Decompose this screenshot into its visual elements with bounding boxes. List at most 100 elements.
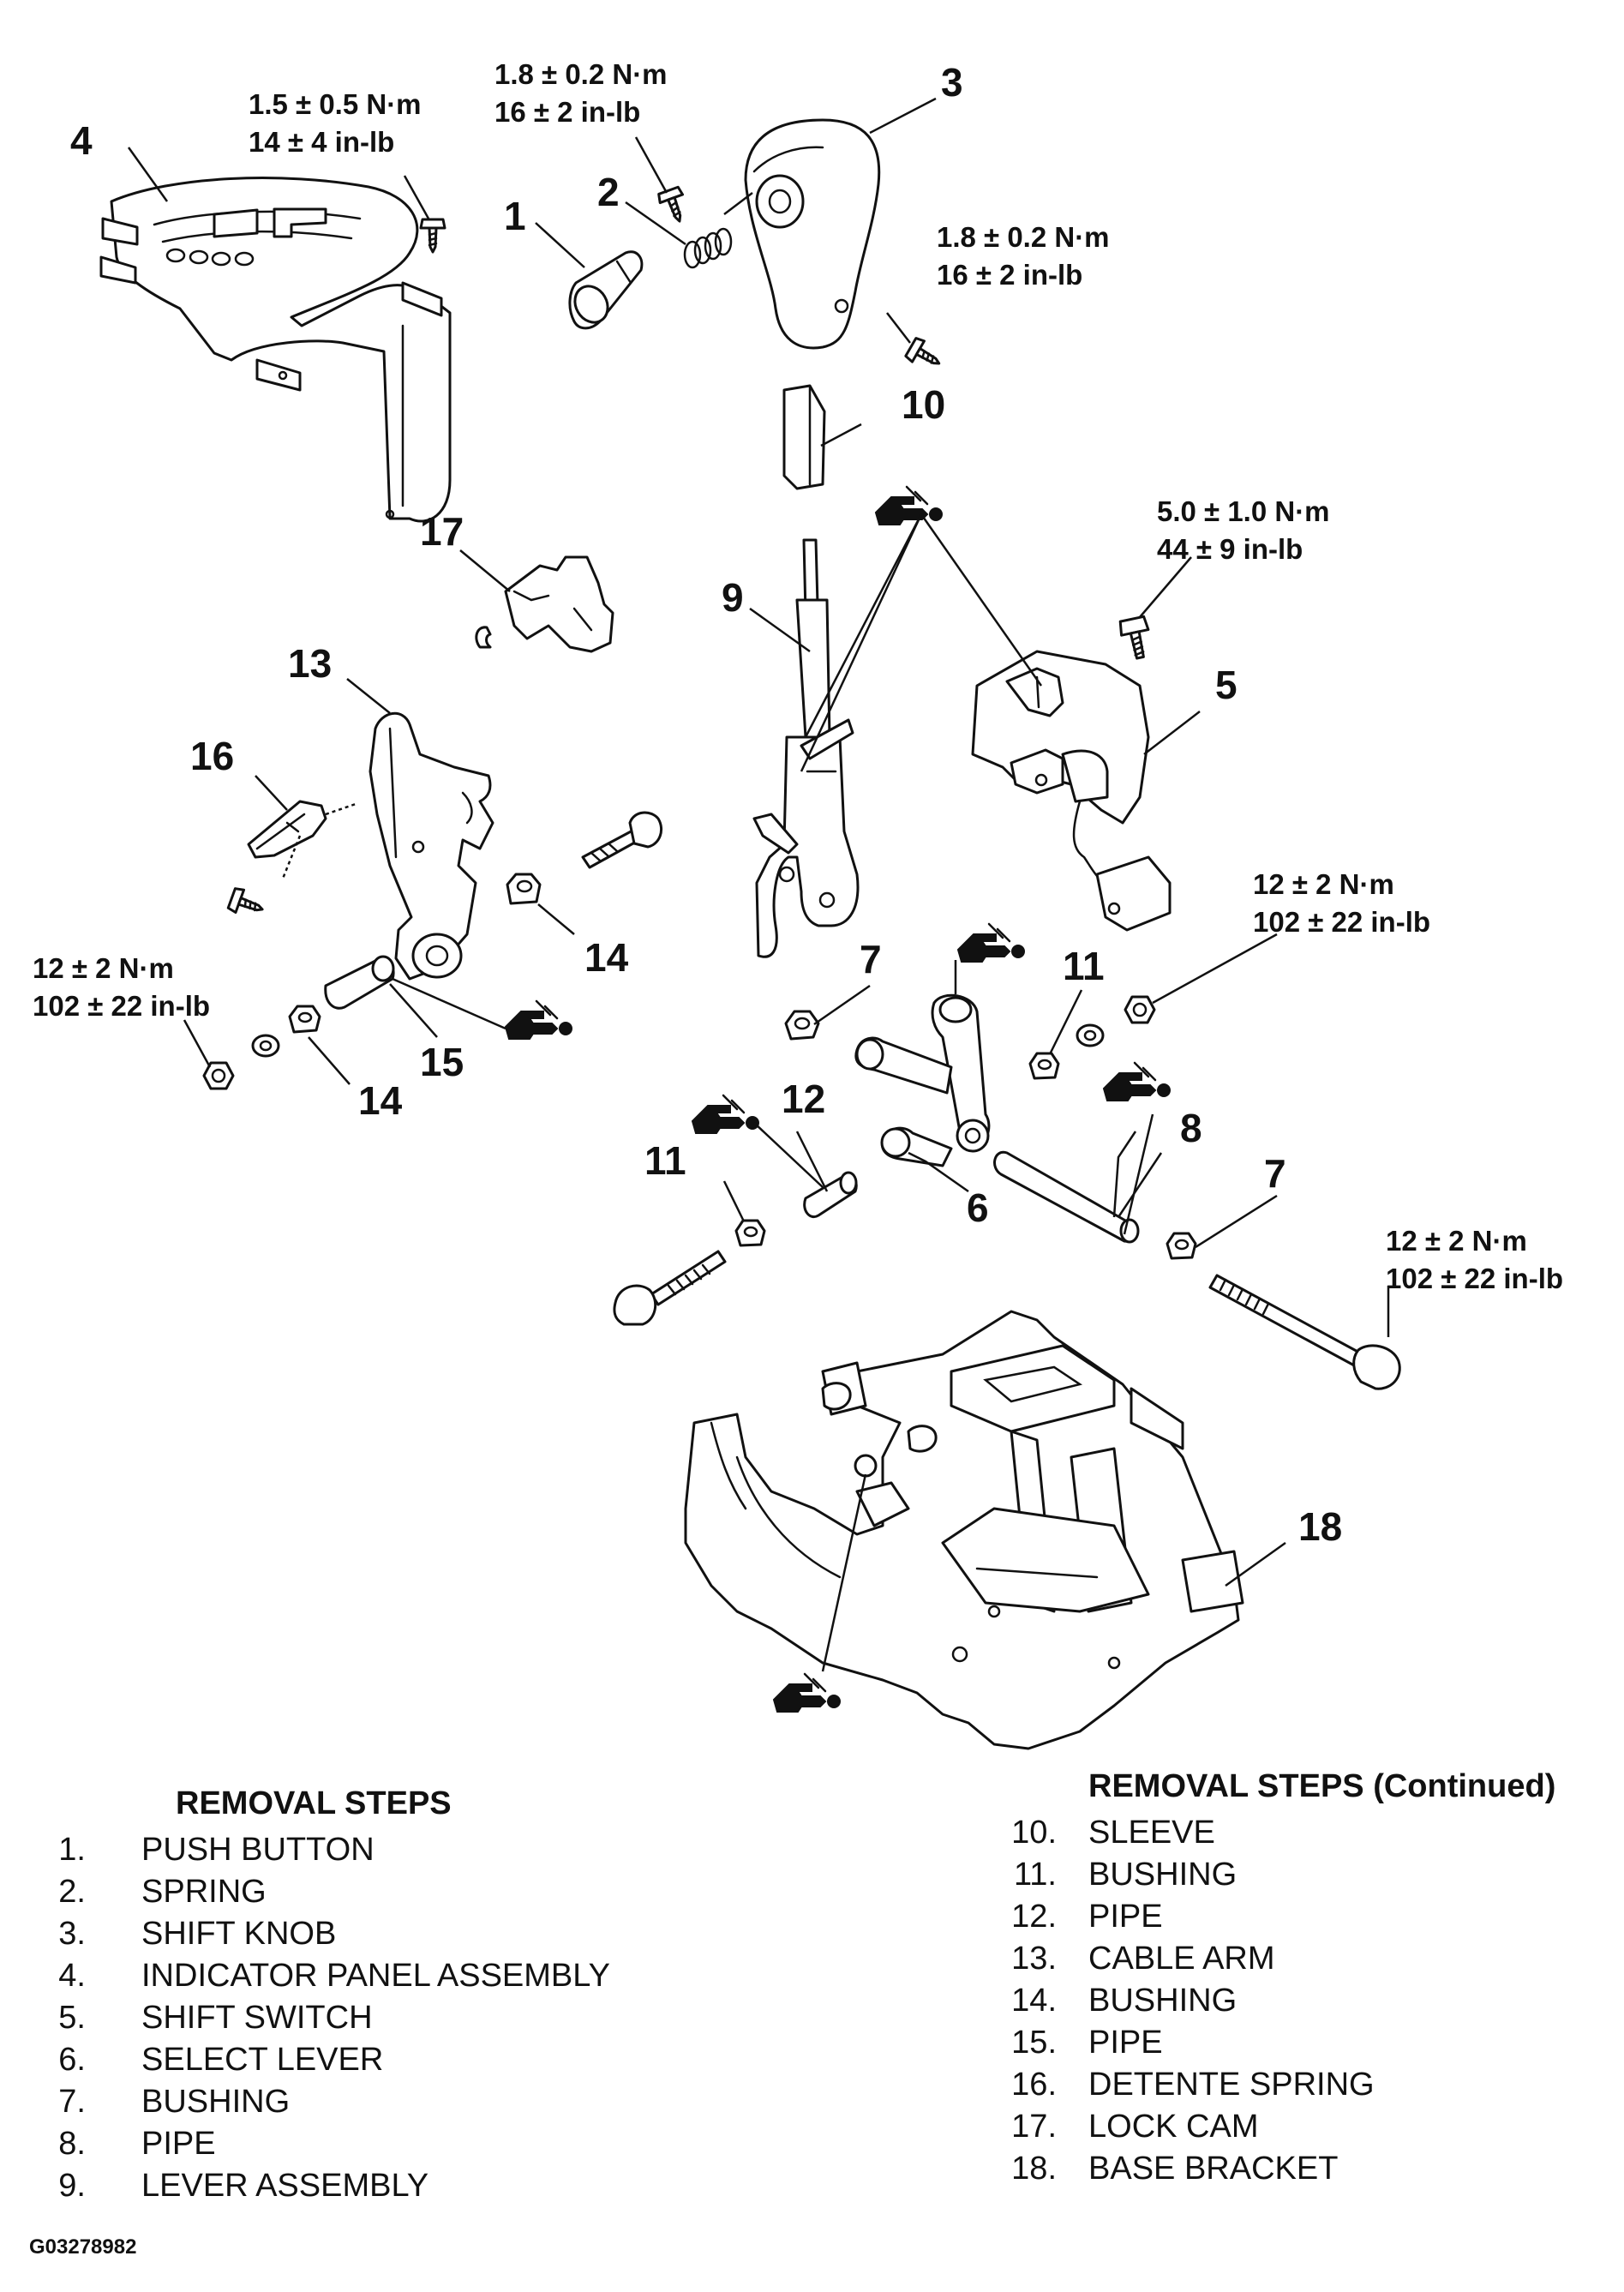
step-label: SHIFT SWITCH (141, 2000, 373, 2036)
push-button (568, 250, 644, 330)
step-number: 1. (58, 1832, 86, 1868)
lever-assembly (752, 538, 860, 958)
step-label: SLEEVE (1088, 1815, 1215, 1851)
callout-12: 12 (782, 1077, 825, 1121)
callout-numbers: 1 2 3 4 5 6 7 7 8 9 10 11 11 12 13 14 14… (70, 60, 1342, 1549)
detente-spring-screw (226, 885, 268, 922)
torque-inlb: 102 ± 22 in-lb (1386, 1263, 1564, 1294)
step-number: 15. (1011, 2025, 1057, 2061)
list-item: 5. SHIFT SWITCH (34, 1997, 610, 2039)
shift-knob (723, 118, 881, 350)
callout-2: 2 (597, 170, 620, 214)
bushing-11-lower (734, 1219, 766, 1247)
torque-nm: 1.8 ± 0.2 N·m (937, 221, 1110, 253)
torque-spec: 12 ± 2 N·m 102 ± 22 in-lb (1386, 1222, 1563, 1298)
callout-11a: 11 (1063, 944, 1105, 988)
step-number: 14. (1011, 1983, 1057, 2019)
step-label: SELECT LEVER (141, 2042, 384, 2078)
washer-right (1076, 1023, 1105, 1047)
bushing-7-lower (1166, 1232, 1197, 1260)
step-number: 16. (1011, 2067, 1057, 2103)
callout-1: 1 (504, 194, 526, 238)
step-number: 3. (58, 1916, 86, 1952)
leader-lines (127, 97, 1390, 1672)
step-number: 18. (1011, 2151, 1057, 2187)
pipe-12 (803, 1171, 858, 1218)
washer-left (251, 1034, 280, 1058)
callout-14b: 14 (358, 1078, 403, 1123)
torque-nm: 12 ± 2 N·m (1253, 868, 1394, 900)
grease-symbol-icon (956, 922, 1026, 963)
indicator-panel-screw (419, 218, 446, 254)
shift-knob-screw (903, 335, 947, 375)
grease-symbol-icon (772, 1672, 842, 1713)
pipe-8 (993, 1150, 1140, 1244)
list-item: 2.SPRING (34, 1871, 610, 1913)
nut-right (1124, 995, 1156, 1024)
cable-arm (369, 711, 494, 981)
callout-16: 16 (190, 734, 234, 778)
nut-left (202, 1061, 235, 1090)
pipe-15 (324, 955, 395, 1010)
removal-steps-list: REMOVAL STEPS 1.PUSH BUTTON 2.SPRING 3. S… (34, 1785, 610, 2207)
step-label: INDICATOR PANEL ASSEMBLY (141, 1958, 610, 1994)
step-label: BUSHING (141, 2084, 291, 2120)
bushing-7-upper (784, 1010, 820, 1041)
step-label: CABLE ARM (1088, 1941, 1275, 1977)
torque-inlb: 16 ± 2 in-lb (937, 259, 1083, 291)
grease-symbol-icon (874, 485, 944, 526)
callout-7a: 7 (860, 937, 882, 981)
torque-inlb: 14 ± 4 in-lb (249, 126, 395, 158)
step-number: 5. (58, 2000, 86, 2036)
list-item: 14. BUSHING (1007, 1980, 1555, 2022)
spring (683, 227, 733, 269)
callout-6: 6 (967, 1185, 989, 1230)
step-number: 17. (1011, 2109, 1057, 2145)
callout-7b: 7 (1264, 1151, 1286, 1196)
list-item: 6.SELECT LEVER (34, 2039, 610, 2081)
step-number: 2. (58, 1874, 86, 1910)
list-item: 11.BUSHING (1007, 1854, 1555, 1896)
torque-spec: 1.5 ± 0.5 N·m 14 ± 4 in-lb (249, 86, 422, 161)
list-item: 13.CABLE ARM (1007, 1938, 1555, 1980)
torque-nm: 12 ± 2 N·m (1386, 1225, 1527, 1257)
step-number: 4. (58, 1958, 86, 1994)
torque-nm: 12 ± 2 N·m (33, 952, 174, 984)
lock-cam (475, 555, 614, 653)
callout-8: 8 (1180, 1106, 1202, 1150)
torque-nm: 1.8 ± 0.2 N·m (494, 58, 668, 90)
step-number: 10. (1011, 1815, 1057, 1851)
list-item: 4. INDICATOR PANEL ASSEMBLY (34, 1955, 610, 1997)
grease-symbol-icon (1102, 1061, 1172, 1102)
list-item: 1.PUSH BUTTON (34, 1829, 610, 1871)
callout-13: 13 (288, 641, 332, 686)
step-label: BUSHING (1088, 1983, 1237, 2019)
list-item: 8.PIPE (34, 2123, 610, 2165)
shift-switch-bolt (1118, 615, 1150, 660)
callout-11b: 11 (644, 1138, 686, 1183)
step-label: DETENTE SPRING (1088, 2067, 1375, 2103)
step-label: BUSHING (1088, 1857, 1237, 1893)
figure-code: G03278982 (29, 2235, 137, 2259)
exploded-view-diagram: 1 2 3 4 5 6 7 7 8 9 10 11 11 12 13 14 14… (70, 60, 1401, 1750)
list-item: 17.LOCK CAM (1007, 2106, 1555, 2148)
callout-15: 15 (420, 1040, 464, 1084)
removal-steps-continued-list: REMOVAL STEPS (Continued) 10.SLEEVE 11.B… (1007, 1767, 1555, 2190)
torque-spec: 1.8 ± 0.2 N·m 16 ± 2 in-lb (937, 219, 1110, 294)
removal-steps-heading: REMOVAL STEPS (176, 1785, 452, 1821)
torque-nm: 1.5 ± 0.5 N·m (249, 88, 422, 120)
callout-5: 5 (1215, 663, 1237, 707)
callout-17: 17 (420, 509, 464, 554)
torque-spec: 1.8 ± 0.2 N·m 16 ± 2 in-lb (494, 56, 668, 131)
list-item: 15.PIPE (1007, 2022, 1555, 2064)
torque-nm: 5.0 ± 1.0 N·m (1157, 495, 1330, 527)
step-label: SHIFT KNOB (141, 1916, 337, 1952)
list-item: 16. DETENTE SPRING (1007, 2064, 1555, 2106)
lever-bolt-lower-left (613, 1250, 727, 1326)
sleeve (782, 384, 826, 490)
select-lever (854, 993, 991, 1167)
base-bracket (684, 1310, 1244, 1750)
step-number: 7. (58, 2084, 86, 2120)
callout-4: 4 (70, 118, 93, 163)
list-item: 9.LEVER ASSEMBLY (34, 2165, 610, 2207)
